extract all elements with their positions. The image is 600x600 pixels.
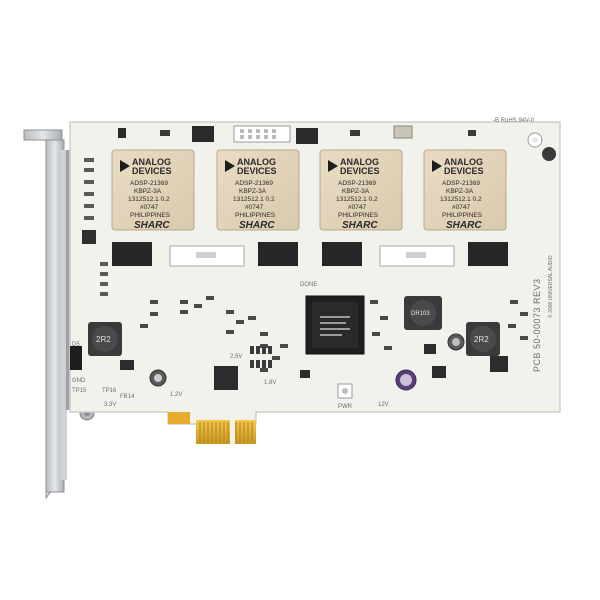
resistor-array — [250, 346, 272, 368]
silk-tp16: TP16 — [102, 388, 117, 394]
led-d5 — [70, 346, 82, 370]
dsp-chip-4: ANALOG DEVICES ADSP-21369 KBPZ-3A 131251… — [423, 149, 507, 231]
dsp-chip-1: ANALOG DEVICES ADSP-21369 KBPZ-3A 131251… — [111, 149, 195, 231]
chip-date: #0747 — [140, 204, 158, 211]
chip-part: ADSP-21369 — [442, 180, 480, 187]
silk-tp15: TP15 — [72, 388, 87, 394]
capacitors — [149, 333, 465, 391]
silk-gnd: GND — [72, 378, 86, 384]
chip-origin: PHILIPPINES — [130, 212, 171, 219]
chip-suffix: KBPZ-3A — [239, 188, 267, 195]
analog-devices-logo-icon — [225, 160, 235, 172]
left-smd-column — [82, 158, 108, 296]
chip-lot: 1312512.1 0.2 — [128, 196, 170, 203]
silk-fb14: FB14 — [120, 394, 135, 400]
silk-18v: 1.8V — [264, 380, 276, 386]
silk-25v: 2.5V — [230, 354, 242, 360]
inductor-left-label: 2R2 — [96, 335, 111, 344]
chip-family: SHARC — [446, 220, 482, 231]
chip-brand-line2: DEVICES — [444, 166, 484, 176]
silk-d5: D5 — [72, 342, 80, 348]
chip-brand-line1: ANALOG — [444, 157, 483, 167]
chip-family: SHARC — [239, 220, 275, 231]
silk-12v: 1.2V — [170, 392, 182, 398]
power-connector — [337, 383, 353, 399]
pcb-copyright: © 2008 UNIVERSAL AUDIO — [547, 255, 554, 318]
chip-lot: 1312512.1 0.2 — [336, 196, 378, 203]
chip-brand-line2: DEVICES — [340, 166, 380, 176]
chip-suffix: KBPZ-3A — [342, 188, 370, 195]
silk-33v: 3.3V — [104, 402, 116, 408]
rohs-marking: -B RoHS 94V-0 — [493, 118, 535, 124]
chip-brand-line2: DEVICES — [132, 166, 172, 176]
smd-clusters — [120, 296, 528, 390]
chip-date: #0747 — [452, 204, 470, 211]
inductor-right-label: 2R2 — [474, 335, 489, 344]
chip-part: ADSP-21369 — [130, 180, 168, 187]
chip-date: #0747 — [245, 204, 263, 211]
chip-suffix: KBPZ-3A — [446, 188, 474, 195]
chip-brand-line1: ANALOG — [132, 157, 171, 167]
chip-brand-line1: ANALOG — [237, 157, 276, 167]
pcb-part-number: PCB 50-00073 REV3 — [532, 278, 542, 372]
memory-row — [112, 242, 508, 267]
chip-origin: PHILIPPINES — [442, 212, 483, 219]
chip-suffix: KBPZ-3A — [134, 188, 162, 195]
top-components — [118, 125, 556, 161]
chip-family: SHARC — [134, 220, 170, 231]
chip-lot: 1312512.1 0.2 — [233, 196, 275, 203]
silk-pwr: PWR — [338, 404, 353, 410]
fpga-chip — [305, 295, 365, 355]
inductor-right: 2R2 — [466, 322, 500, 356]
gold-edge-connector — [168, 412, 256, 444]
mounting-hole — [532, 137, 538, 143]
inductor-mid-label: DR103 — [411, 311, 430, 317]
dsp-chip-3: ANALOG DEVICES ADSP-21369 KBPZ-3A 131251… — [319, 149, 403, 231]
chip-origin: PHILIPPINES — [338, 212, 379, 219]
chip-date: #0747 — [348, 204, 366, 211]
inductor-left: 2R2 — [88, 322, 122, 356]
analog-devices-logo-icon — [328, 160, 338, 172]
analog-devices-logo-icon — [432, 160, 442, 172]
done-label: DONE — [300, 282, 317, 288]
dsp-chip-2: ANALOG DEVICES ADSP-21369 KBPZ-3A 131251… — [216, 149, 300, 231]
chip-brand-line1: ANALOG — [340, 157, 379, 167]
chip-part: ADSP-21369 — [235, 180, 273, 187]
chip-family: SHARC — [342, 220, 378, 231]
inductor-mid: DR103 — [404, 296, 442, 330]
chip-lot: 1312512.1 0.2 — [440, 196, 482, 203]
chip-origin: PHILIPPINES — [235, 212, 276, 219]
chip-part: ADSP-21369 — [338, 180, 376, 187]
analog-devices-logo-icon — [120, 160, 130, 172]
silk-12v-rail: 12V — [378, 402, 389, 408]
chip-brand-line2: DEVICES — [237, 166, 277, 176]
